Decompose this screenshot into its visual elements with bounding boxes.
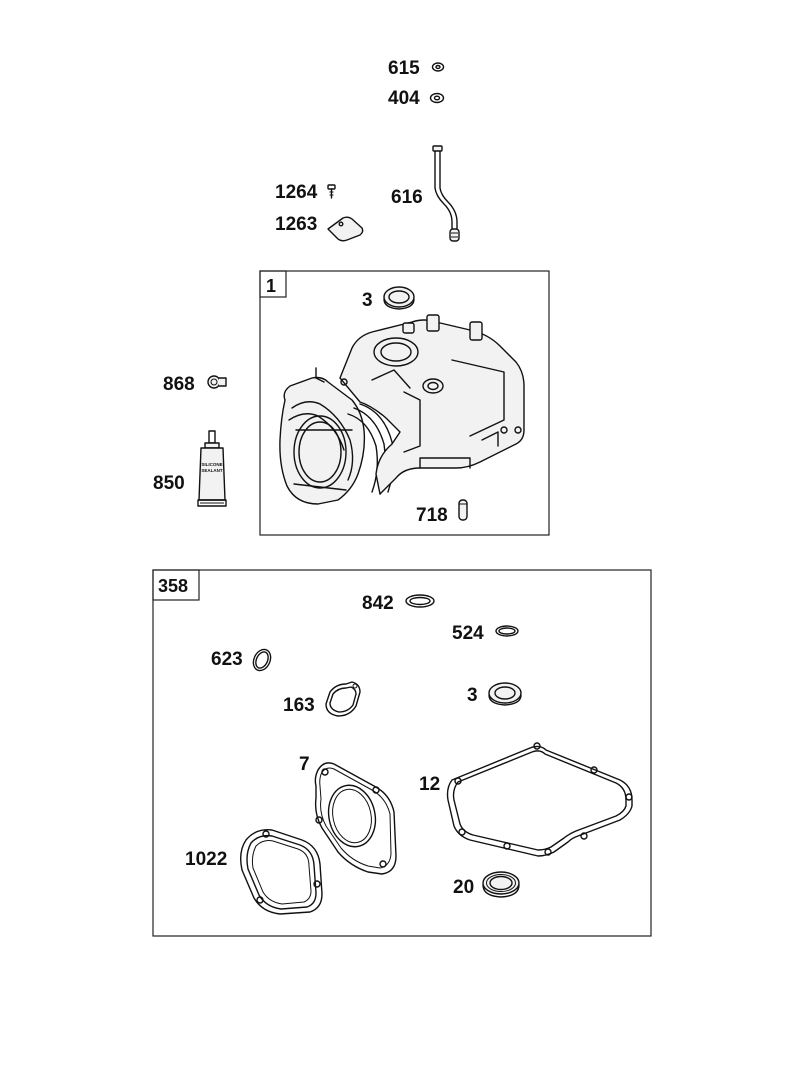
crank-seal-icon [482,871,520,898]
part-label-623: 623 [211,649,243,670]
assembly-frame-358 [152,569,652,937]
assembly-number-1: 1 [266,276,276,296]
o-ring-icon [405,594,435,608]
part-label-718: 718 [416,505,448,526]
part-label-20: 20 [453,877,474,898]
part-label-12: 12 [419,774,440,795]
part-label-1264: 1264 [275,182,318,203]
part-label-163: 163 [283,695,315,716]
part-616: 616 [391,145,460,242]
assembly-number-358: 358 [158,576,188,596]
dowel-pin-icon [458,499,468,521]
valve-cover-gasket-icon [239,829,323,915]
bracket-plate-icon [327,216,364,242]
part-label-1263: 1263 [275,214,317,235]
part-label-615: 615 [388,58,420,79]
plug-icon [207,375,227,389]
assembly-number-box-1 [259,270,287,298]
cylinder-block-icon [279,314,525,505]
part-label-850: 850 [153,473,185,494]
part-label-404: 404 [388,88,420,109]
part-404: 404 [388,88,445,109]
head-gasket-icon [314,762,397,875]
part-label-868: 868 [163,374,195,395]
part-615: 615 [388,58,445,79]
washer-icon [429,92,445,104]
part-label-524: 524 [452,623,484,644]
carburetor-gasket-icon [325,681,361,717]
tube-text-line1: SILICONE [201,462,222,467]
assembly-box-358: 358 842 524 623 163 3 7 [152,569,652,937]
part-850: 850 SILICONE SEALANT [153,430,227,507]
assembly-box-1: 1 3 [259,270,550,536]
screw-icon [327,184,336,199]
part-868: 868 [163,374,227,395]
tube-text-line2: SEALANT [201,468,223,473]
crankcase-gasket-icon [446,742,633,857]
part-label-1022: 1022 [185,849,227,870]
assembly-number-box-358 [152,569,200,601]
sealant-tube-icon: SILICONE SEALANT [197,430,227,507]
part-1264: 1264 [275,182,336,203]
part-label-3-top: 3 [362,290,373,311]
assembly-frame-1 [259,270,550,536]
part-label-7: 7 [299,754,310,775]
part-label-3-bottom: 3 [467,685,478,706]
oil-seal-icon-2 [488,682,522,706]
nut-icon [431,62,445,72]
part-label-842: 842 [362,593,394,614]
part-label-616: 616 [391,187,423,208]
oil-seal-icon [383,286,415,310]
o-ring-small-icon [495,625,519,637]
seal-ring-icon [252,648,272,672]
part-1263: 1263 [275,214,364,242]
dipstick-tube-icon [432,145,460,242]
